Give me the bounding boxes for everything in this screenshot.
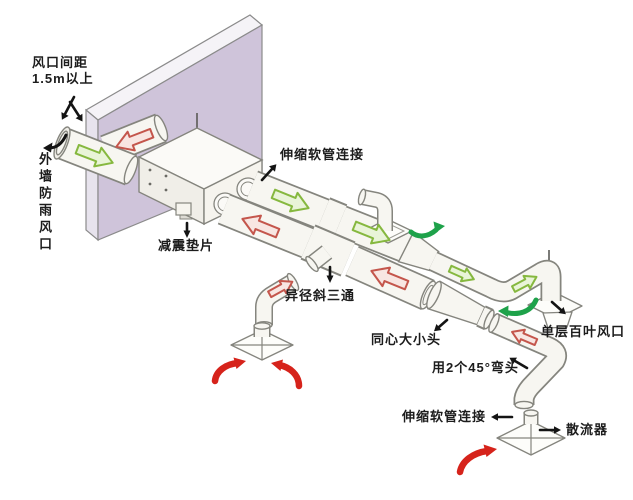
pipe-end-cap bbox=[123, 155, 139, 185]
return-air-curl bbox=[211, 359, 242, 385]
damping-pad-label: 减震垫片 bbox=[158, 238, 215, 253]
curl-head bbox=[43, 142, 53, 153]
arrow-louver-vent bbox=[550, 300, 566, 315]
reducer-big-end bbox=[426, 280, 442, 310]
supply-air-curl bbox=[502, 297, 539, 316]
supply-air-curl bbox=[408, 227, 439, 239]
curl-head bbox=[433, 221, 445, 233]
flex-hose-bottom-label: 伸缩软管连接 bbox=[402, 409, 487, 424]
arrow-damping-pad bbox=[183, 221, 191, 238]
stub-end-cap bbox=[305, 255, 319, 273]
screw bbox=[148, 182, 152, 186]
supply-flow-arrow bbox=[511, 274, 538, 293]
two-45-elbows-label: 用2个45°弯头 bbox=[432, 360, 519, 375]
supply-flow-arrow bbox=[447, 264, 475, 283]
arrow-vent-spacing-right bbox=[68, 100, 83, 122]
collar-top bbox=[523, 409, 539, 417]
curved-air-arrows bbox=[43, 133, 539, 476]
curl-head bbox=[498, 305, 509, 317]
intake-flow-arrow bbox=[74, 143, 114, 168]
exterior-rain-vent-label: 外墙防雨风口 bbox=[37, 152, 52, 254]
arrow-two-45-elbows bbox=[509, 357, 529, 370]
louver-vent bbox=[527, 288, 583, 329]
oblique-tee-label: 异径斜三通 bbox=[285, 288, 356, 303]
screw bbox=[164, 188, 168, 192]
curl-head bbox=[233, 357, 246, 369]
s-bend-pipe bbox=[488, 313, 567, 410]
return-flow-arrow bbox=[267, 279, 294, 299]
vent-spacing-label: 风口间距 1.5m以上 bbox=[32, 55, 94, 87]
return-flow-arrow bbox=[511, 328, 539, 347]
return-flow-arrow bbox=[370, 266, 410, 291]
arrow-concentric-reducer bbox=[434, 318, 449, 332]
curl-head bbox=[483, 444, 497, 457]
collar-top bbox=[253, 322, 271, 330]
vent-spacing-line1: 风口间距 bbox=[32, 55, 89, 70]
diffuser-left bbox=[230, 322, 294, 361]
louver-vent-label: 单层百叶风口 bbox=[541, 324, 626, 339]
pipe-bottom-end bbox=[514, 400, 534, 410]
curl-head bbox=[271, 359, 283, 371]
concentric-reducer-label: 同心大小头 bbox=[371, 332, 442, 347]
return-air-curl bbox=[456, 447, 491, 476]
diffuser-label: 散流器 bbox=[566, 422, 609, 437]
pipe-end-cap bbox=[153, 114, 169, 142]
supply-flow-arrow bbox=[270, 188, 310, 213]
exhaust-flow-arrow bbox=[115, 127, 155, 152]
arrow-vent-spacing-left bbox=[61, 95, 76, 120]
wall-left-edge bbox=[85, 108, 99, 242]
riser-end-cap bbox=[357, 188, 367, 206]
arrow-flex-hose-bottom bbox=[491, 413, 514, 421]
return-flow-arrow bbox=[241, 214, 281, 239]
arrow-flex-hose-top bbox=[260, 164, 277, 182]
label-pointer-arrows bbox=[61, 95, 566, 434]
arrow-diffuser bbox=[538, 426, 561, 434]
return-air-curl bbox=[275, 361, 303, 390]
unit-latch bbox=[175, 202, 192, 216]
arrow-oblique-tee bbox=[326, 265, 334, 283]
concentric-reducer-part bbox=[426, 280, 495, 331]
pipe-open-end bbox=[488, 313, 500, 333]
screw bbox=[164, 174, 168, 178]
screw bbox=[148, 168, 152, 172]
vent-spacing-line2: 1.5m以上 bbox=[32, 71, 94, 86]
flex-hose-top-label: 伸缩软管连接 bbox=[280, 147, 365, 162]
supply-flow-arrow bbox=[351, 220, 391, 245]
airflow-arrows bbox=[74, 127, 539, 347]
